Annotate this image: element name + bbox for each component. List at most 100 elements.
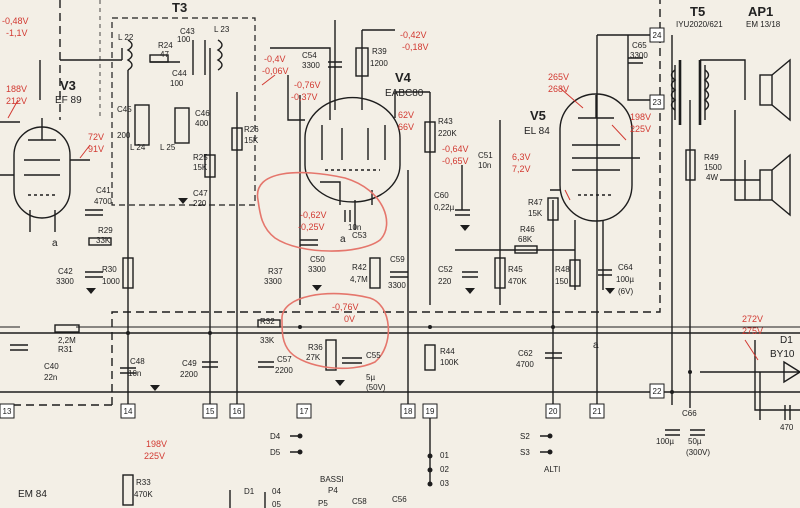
- v3-label: V3: [60, 78, 76, 93]
- component-label: 3300: [388, 281, 406, 290]
- connector-number: 19: [426, 407, 435, 416]
- switch-label: 01: [440, 451, 449, 460]
- component-label: R44: [440, 347, 455, 356]
- component-label: C65: [632, 41, 647, 50]
- component-label: 220K: [438, 129, 457, 138]
- component-label: 4,7M: [350, 275, 368, 284]
- connector-20: 20: [545, 403, 561, 419]
- component-label: 15K: [244, 136, 259, 145]
- v4-label: V4: [395, 70, 412, 85]
- component-label: C62: [518, 349, 533, 358]
- switch-label: D5: [270, 448, 281, 457]
- connector-number: 17: [300, 407, 309, 416]
- switch-label: 02: [440, 465, 449, 474]
- component-label: 3300: [264, 277, 282, 286]
- component-label: 100K: [440, 358, 459, 367]
- voltage-label: 188V: [6, 84, 27, 94]
- component-label: R26: [244, 125, 259, 134]
- voltage-label: 66V: [398, 122, 414, 132]
- component-label: R37: [268, 267, 283, 276]
- connector-23: 23: [649, 94, 665, 110]
- component-label: R39: [372, 47, 387, 56]
- voltage-label: -1,1V: [6, 28, 28, 38]
- component-label: 4700: [94, 197, 112, 206]
- component-label: R47: [528, 198, 543, 207]
- switch-label: 04: [272, 487, 281, 496]
- component-label: 100: [177, 35, 191, 44]
- component-label: 50µ: [688, 437, 702, 446]
- switch-label: S2: [520, 432, 530, 441]
- voltage-label: 268V: [548, 84, 569, 94]
- component-label: 2200: [275, 366, 293, 375]
- connector-19: 19: [422, 403, 438, 419]
- voltage-label: -0,4V: [264, 54, 286, 64]
- component-label: R36: [308, 343, 323, 352]
- connector-number: 24: [653, 31, 662, 40]
- component-label: C54: [302, 51, 317, 60]
- component-label: C42: [58, 267, 73, 276]
- component-label: 470K: [134, 490, 153, 499]
- connector-16: 16: [229, 403, 245, 419]
- component-label: 2200: [180, 370, 198, 379]
- by-label: BY10: [770, 349, 795, 360]
- component-label: C50: [310, 255, 325, 264]
- component-label: L 25: [160, 143, 176, 152]
- component-label: R46: [520, 225, 535, 234]
- connector-group: 13 14 15 16 17 18 19 20 21 22 23 24: [0, 27, 665, 419]
- component-label: (50V): [366, 383, 386, 392]
- component-label: 200: [117, 131, 131, 140]
- voltage-label: -0,76V: [294, 80, 321, 90]
- ap1-part: EM 13/18: [746, 20, 781, 29]
- connector-number: 16: [233, 407, 242, 416]
- component-label: 10n: [348, 223, 361, 232]
- voltage-label: -0,64V: [442, 144, 469, 154]
- d1-label: D1: [780, 335, 793, 346]
- component-label: C60: [434, 191, 449, 200]
- component-label: R30: [102, 265, 117, 274]
- component-label: C51: [478, 151, 493, 160]
- component-label: 400: [195, 119, 209, 128]
- component-label: a: [52, 238, 58, 249]
- connector-22: 22: [649, 383, 665, 399]
- voltage-label: 62V: [398, 110, 414, 120]
- component-label: 1200: [370, 59, 388, 68]
- connector-number: 15: [206, 407, 215, 416]
- component-label: C49: [182, 359, 197, 368]
- component-label: C41: [96, 186, 111, 195]
- component-label: R48: [555, 265, 570, 274]
- component-label: C44: [172, 69, 187, 78]
- component-label: 100: [170, 79, 184, 88]
- voltage-label: -0,37V: [291, 92, 318, 102]
- component-label: (300V): [686, 448, 710, 457]
- component-label: C53: [352, 231, 367, 240]
- connector-number: 21: [593, 407, 602, 416]
- component-label: 1500: [704, 163, 722, 172]
- component-label: R32: [260, 317, 275, 326]
- component-label: C57: [277, 355, 292, 364]
- component-label: C45: [117, 105, 132, 114]
- component-label: C66: [682, 409, 697, 418]
- component-label: R49: [704, 153, 719, 162]
- component-label: P4: [328, 486, 338, 495]
- component-label: 5µ: [366, 373, 375, 382]
- v5-tube: EL 84: [524, 126, 550, 137]
- t3-label: T3: [172, 0, 187, 15]
- component-label: C52: [438, 265, 453, 274]
- component-label: 100µ: [656, 437, 674, 446]
- voltage-label: -0,76V: [332, 302, 359, 312]
- connector-18: 18: [400, 403, 416, 419]
- component-label: 150: [555, 277, 569, 286]
- voltage-label: 91V: [88, 144, 104, 154]
- component-label: L 23: [214, 25, 230, 34]
- component-label: 10n: [478, 161, 491, 170]
- voltage-label: 198V: [146, 439, 167, 449]
- voltage-label: 225V: [630, 124, 651, 134]
- component-label: C43: [180, 27, 195, 36]
- connector-17: 17: [296, 403, 312, 419]
- t5-part: IYU2020/621: [676, 20, 723, 29]
- component-label: ALTI: [544, 465, 560, 474]
- component-label: R42: [352, 263, 367, 272]
- connector-13: 13: [0, 403, 15, 419]
- voltage-label: 265V: [548, 72, 569, 82]
- component-label: C47: [193, 189, 208, 198]
